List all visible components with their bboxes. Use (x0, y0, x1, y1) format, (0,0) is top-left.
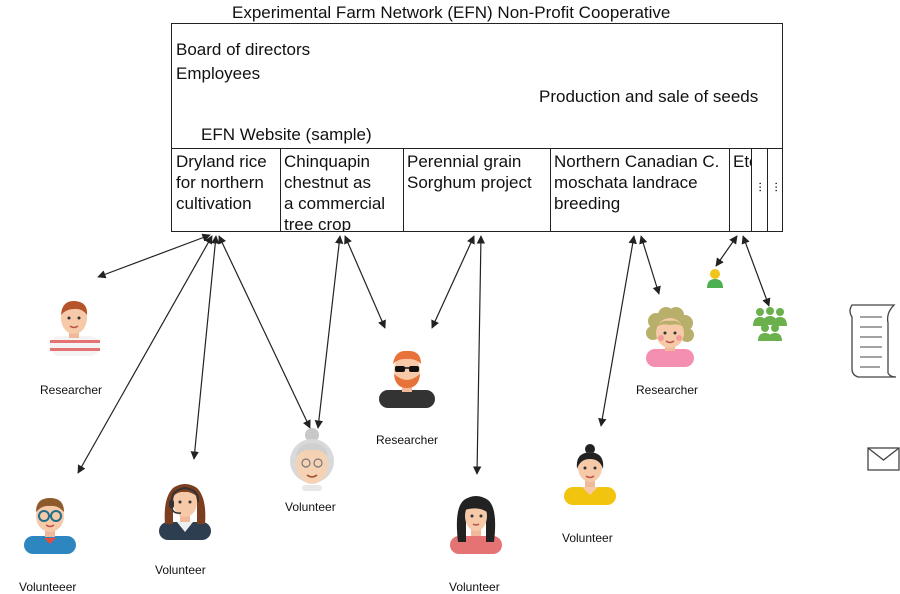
diagram-title: Experimental Farm Network (EFN) Non-Prof… (232, 3, 671, 22)
project-cell-chestnut: Chinquapin chestnut as a commercial tree… (280, 148, 404, 232)
link-researcher2-sorghum (431, 235, 475, 329)
volunteer-avatar-5 (564, 444, 616, 505)
role-label: Researcher (40, 383, 103, 397)
link-researcher3-canadian (639, 235, 661, 295)
ellipsis-label: ... (772, 181, 783, 193)
project-cell-rice: Dryland rice for northern cultivation (171, 148, 281, 232)
role-label: Volunteeer (19, 580, 77, 594)
volunteer-avatar-3 (290, 428, 334, 491)
link-volunteer3-rice (218, 235, 311, 429)
volunteer-avatar-1 (24, 498, 76, 554)
link-volunteer3-chestnut (314, 235, 344, 429)
link-group-etc (741, 235, 771, 307)
role-label: Researcher (376, 433, 439, 447)
project-label: Northern Canadian C. moschata landrace b… (554, 152, 720, 213)
role-label: Volunteer (155, 563, 206, 577)
link-volunteer2-rice (190, 235, 220, 460)
link-researcher2-chestnut (344, 235, 386, 329)
cooperative-box (171, 23, 783, 232)
website-label: EFN Website (sample) (201, 125, 372, 144)
researcher-avatar-3 (646, 307, 694, 367)
project-cell-sorghum: Perennial grain Sorghum project (403, 148, 551, 232)
link-person-etc (715, 235, 738, 267)
researcher-avatar-2 (379, 350, 435, 408)
employees-label: Employees (176, 64, 261, 83)
board-label: Board of directors (176, 40, 311, 59)
project-cell-more-1: ... (751, 148, 768, 232)
researcher-avatar-1 (50, 300, 100, 356)
project-cell-etc: Etc. (729, 148, 752, 232)
role-label: Researcher (636, 383, 699, 397)
role-label: Volunteer (449, 580, 500, 594)
project-label: Perennial grain Sorghum project (407, 152, 532, 192)
link-volunteer1-rice (77, 235, 213, 474)
link-volunteer4-sorghum (472, 235, 486, 475)
project-label: Etc. (733, 152, 751, 171)
volunteer-avatar-2 (159, 484, 211, 540)
group-icon (753, 307, 787, 341)
production-label: Production and sale of seeds (539, 87, 759, 106)
project-label: Dryland rice for northern cultivation (176, 152, 267, 213)
project-cell-canadian: Northern Canadian C. moschata landrace b… (550, 148, 730, 232)
link-volunteer5-canadian (598, 235, 637, 427)
document-icon (849, 304, 897, 378)
link-researcher1-rice (97, 233, 211, 279)
role-label: Volunteer (562, 531, 613, 545)
person-icon (707, 269, 723, 288)
project-cell-more-2: ... (767, 148, 783, 232)
role-label: Volunteer (285, 500, 336, 514)
project-label: Chinquapin chestnut as a commercial tree… (284, 152, 386, 232)
envelope-icon (867, 447, 900, 471)
volunteer-avatar-4 (450, 496, 502, 554)
